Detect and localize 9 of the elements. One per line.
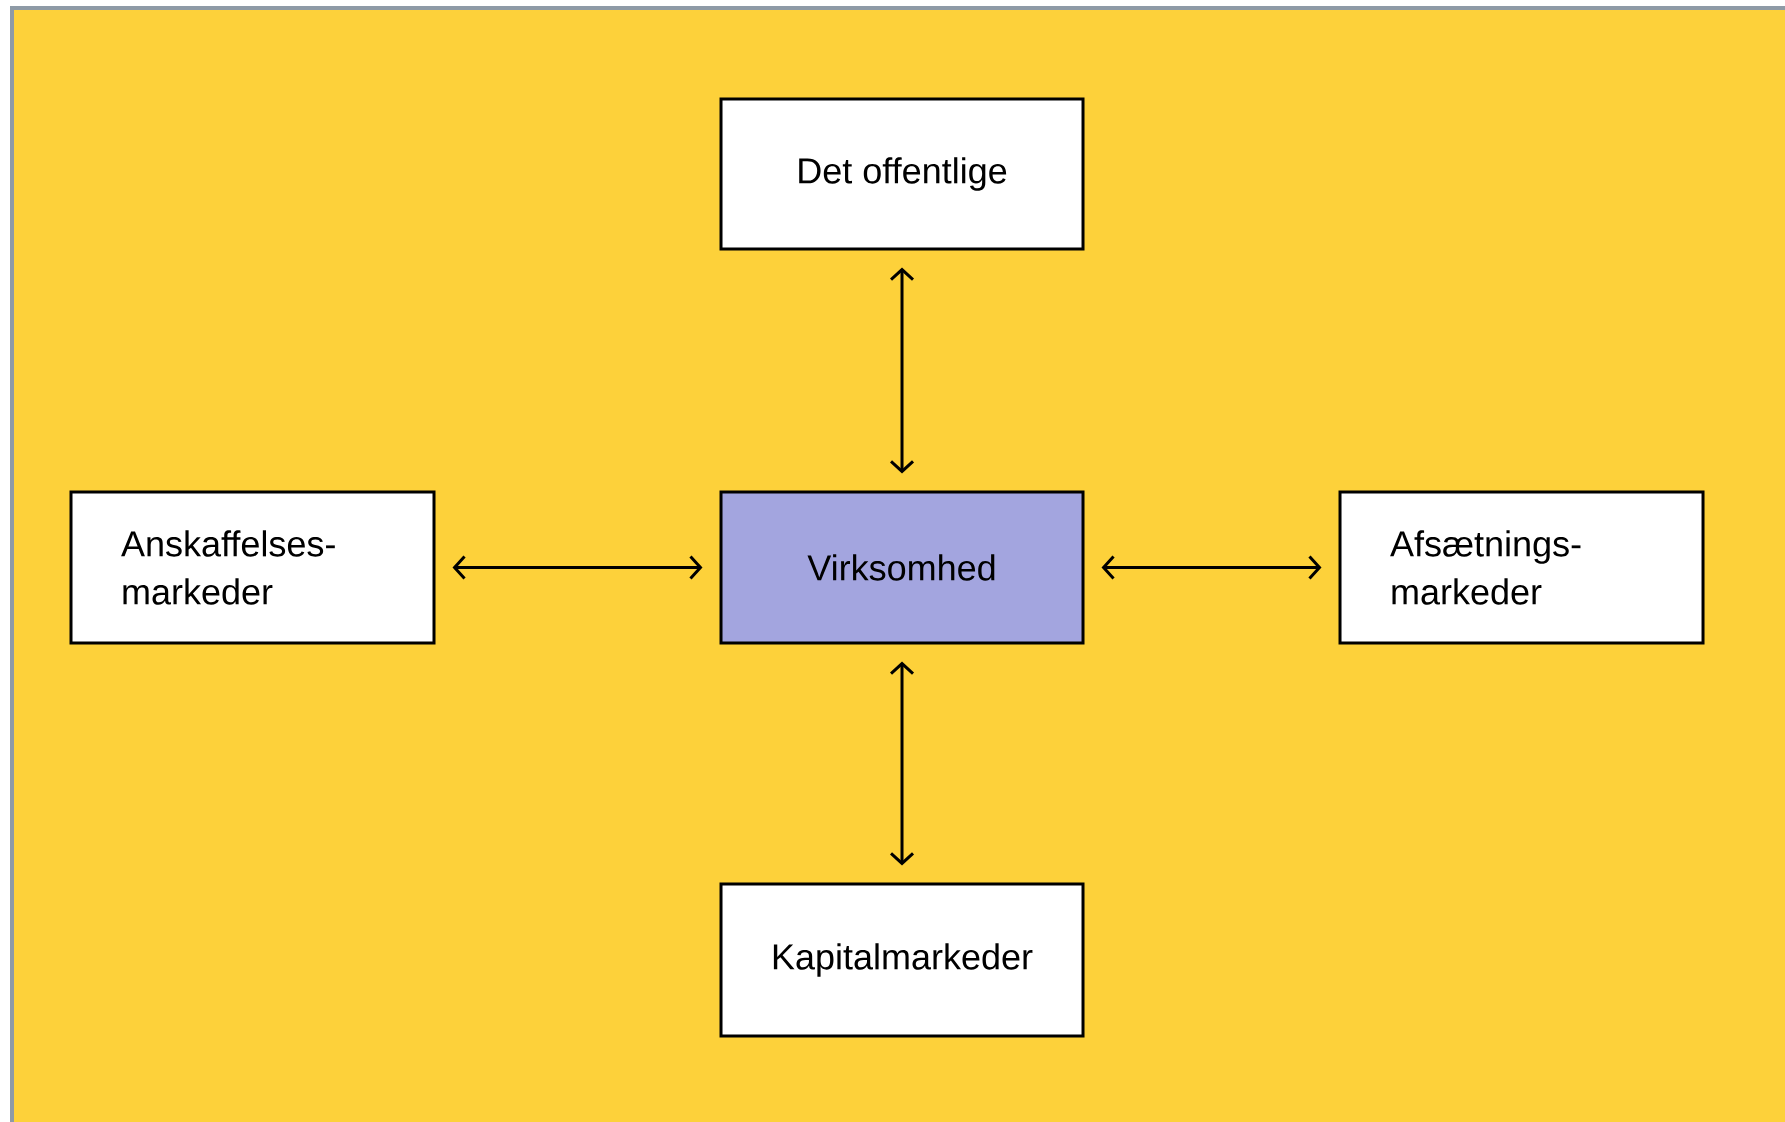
box: Anskaffelses-markeder [69,490,436,645]
arrow [1101,555,1322,580]
box: Afsætnings-markeder [1338,490,1705,645]
box: Det offentlige [719,97,1085,251]
box: Kapitalmarkeder [719,882,1085,1038]
arrow [452,555,703,580]
box: Virksomhed [719,490,1085,645]
arrow [890,661,914,866]
arrow [890,267,914,474]
